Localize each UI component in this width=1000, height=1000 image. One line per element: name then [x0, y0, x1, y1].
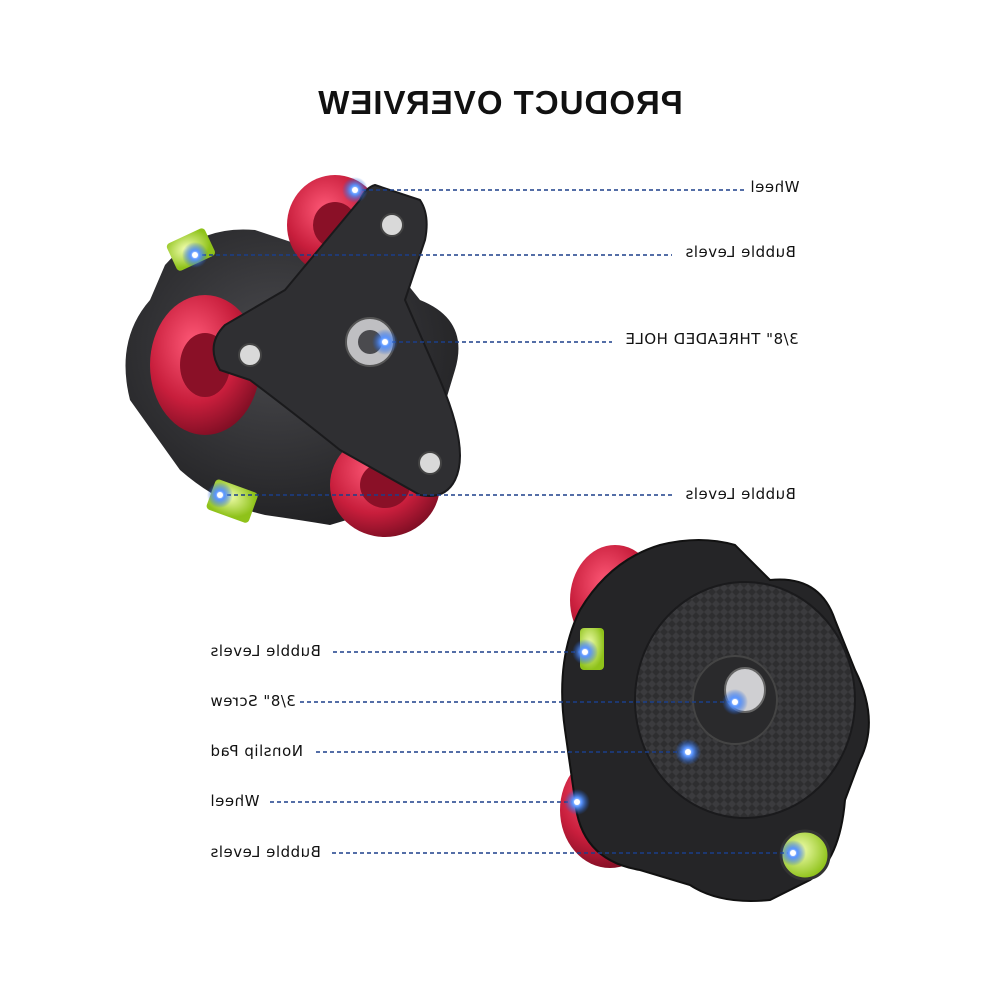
- label-top-bubble-levels-1: Bubble Levels: [685, 243, 796, 261]
- label-bottom-bubble-levels-2: Bubble Levels: [210, 843, 321, 861]
- top-leveler-view: [125, 175, 745, 537]
- label-bottom-bubble-levels-1: Bubble Levels: [210, 642, 321, 660]
- bottom-leveler-view: [270, 539, 870, 902]
- label-bottom-screw: 3/8" Screw: [210, 692, 296, 710]
- label-top-wheel: Wheel: [750, 178, 800, 196]
- label-bottom-wheel: Wheel: [210, 792, 260, 810]
- label-top-threaded-hole: 3/8" THREADED HOLE: [625, 330, 799, 348]
- label-top-bubble-levels-2: Bubble Levels: [685, 485, 796, 503]
- top-triangle-plate: [212, 183, 461, 497]
- label-bottom-nonslip-pad: Nonslip Pad: [210, 742, 303, 760]
